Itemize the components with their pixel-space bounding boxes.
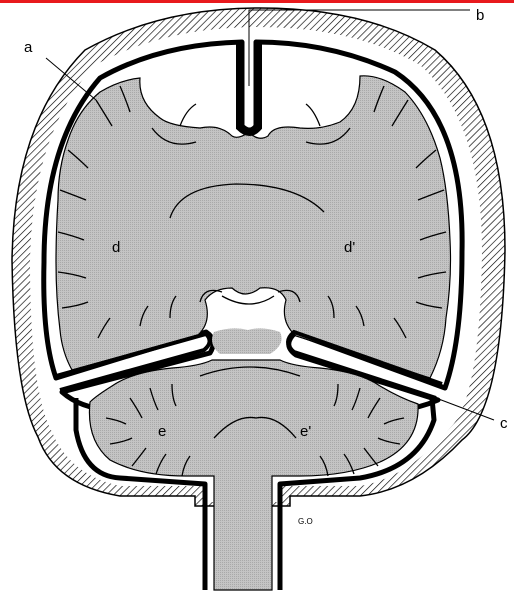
label-d-prime: d' xyxy=(344,239,355,256)
label-e-prime: e' xyxy=(300,423,311,440)
label-b: b xyxy=(476,7,484,24)
diencephalon xyxy=(212,328,282,354)
label-e: e xyxy=(158,423,166,440)
label-d: d xyxy=(112,239,120,256)
top-border-line xyxy=(0,0,514,3)
label-a: a xyxy=(24,39,33,56)
author-signature: G.O xyxy=(298,517,313,526)
label-c: c xyxy=(500,415,508,432)
